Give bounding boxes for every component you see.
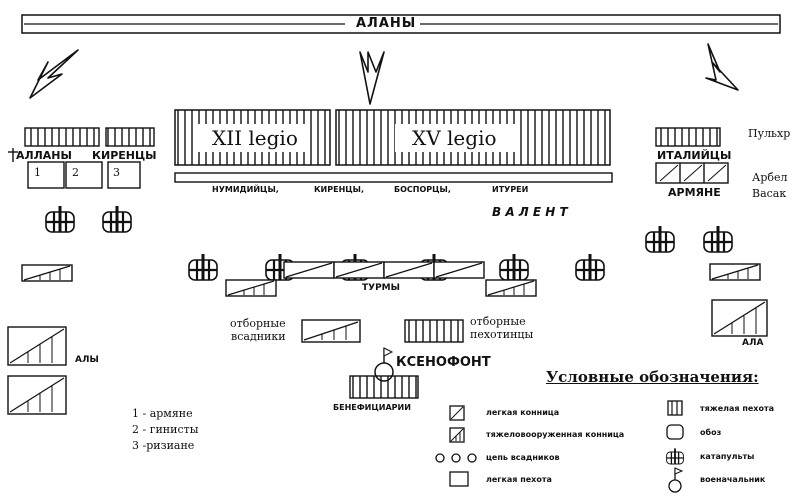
arrow-left-icon — [29, 49, 79, 99]
legend-catapult-icon — [665, 447, 685, 465]
legend-light-cavalry-label: легкая конница — [486, 408, 560, 417]
legend-heavy-infantry-icon — [667, 400, 683, 416]
legend-light-infantry-label: легкая пехота — [486, 475, 552, 484]
turmy-label: ТУРМЫ — [362, 283, 400, 293]
legend-commander-label: военачальник — [700, 475, 766, 484]
box-3-label: 3 — [113, 166, 120, 179]
xenophon-label: КСЕНОФОНТ — [396, 355, 491, 370]
italians-label: ИТАЛИЙЦЫ — [657, 149, 732, 162]
turma-heavy-cavalry — [225, 279, 277, 297]
elite-cavalry-unit — [301, 319, 361, 343]
legend-baggage-icon — [666, 424, 684, 440]
auxiliary-label-3: БОСПОРЦЫ, — [394, 185, 451, 194]
armenians-unit — [655, 162, 729, 184]
turma-heavy-cavalry — [485, 279, 537, 297]
legend-heavy-cavalry-label: тяжеловооруженная конница — [486, 430, 625, 439]
legend-baggage-label: обоз — [700, 428, 722, 437]
catapult-icon — [187, 252, 219, 282]
catapult-icon — [101, 204, 133, 234]
arrow-center-icon — [359, 51, 385, 105]
auxiliary-label-4: ИТУРЕИ — [492, 185, 529, 194]
armenians-label: АРМЯНЕ — [668, 186, 721, 199]
legion-15-label: XV legio — [412, 126, 497, 150]
unit-box-3 — [107, 161, 141, 189]
arrow-right-icon — [705, 43, 739, 91]
heavy-infantry-left-1 — [24, 127, 100, 147]
heavy-infantry-left-2 — [105, 127, 155, 147]
legion-12-label: XII legio — [212, 126, 298, 150]
turma-light-cavalry — [383, 261, 435, 279]
elite-infantry-label: отборные пехотинцы — [470, 315, 534, 342]
legion-12-block — [174, 109, 331, 166]
allies-label: АЛЛАНЫ — [16, 149, 72, 162]
box-1-label: 1 — [34, 166, 41, 179]
elite-cavalry-label: отборные всадники — [230, 317, 286, 344]
turma-light-cavalry — [283, 261, 335, 279]
catapult-icon — [44, 204, 76, 234]
catapult-icon — [702, 224, 734, 254]
cyrenians-left-label: КИРЕНЦЫ — [92, 149, 157, 162]
ala-right-label: АЛА — [742, 338, 764, 348]
legend-catapult-label: катапульты — [700, 452, 755, 461]
unit-box-2 — [65, 161, 103, 189]
turma-light-cavalry — [433, 261, 485, 279]
legend-cavalry-chain-icon — [435, 453, 477, 463]
auxiliary-label-1: НУМИДИЙЦЫ, — [212, 185, 279, 194]
note-line-3: 3 -ризиане — [132, 439, 195, 452]
beneficiarii-label: БЕНЕФИЦИАРИИ — [333, 403, 411, 412]
italians-unit — [655, 127, 721, 147]
legend-heavy-infantry-label: тяжелая пехота — [700, 404, 774, 413]
box-2-label: 2 — [72, 166, 79, 179]
catapult-icon — [574, 252, 606, 282]
ala-left-small — [21, 264, 73, 282]
beneficiarii-unit — [349, 375, 419, 399]
ala-left-2 — [7, 375, 67, 415]
ala-left-1 — [7, 326, 67, 366]
legend-cavalry-chain-label: цепь всадников — [486, 453, 560, 462]
turma-light-cavalry — [333, 261, 385, 279]
auxiliary-line — [174, 172, 613, 183]
ala-right-small — [709, 263, 761, 281]
ala-right-large — [711, 299, 768, 337]
note-line-2: 2 - гинисты — [132, 423, 199, 436]
vasak-label: Васак — [752, 187, 787, 200]
alae-left-label: АЛЫ — [75, 355, 99, 365]
elite-infantry-unit — [404, 319, 464, 343]
legion-15-block — [335, 109, 611, 166]
legend-light-infantry-icon — [449, 471, 469, 487]
pulcher-label: Пульхр — [748, 127, 791, 140]
catapult-icon — [644, 224, 676, 254]
legend-commander-icon — [668, 467, 684, 493]
valent-label: В А Л Е Н Т — [492, 205, 568, 219]
unit-box-1 — [27, 161, 65, 189]
legend-title: Условные обозначения: — [546, 368, 759, 386]
auxiliary-label-2: КИРЕНЦЫ, — [314, 185, 365, 194]
legend-heavy-cavalry-icon — [449, 427, 465, 443]
arbel-label: Арбел — [752, 171, 788, 184]
catapult-icon — [498, 252, 530, 282]
alans-band-label: АЛАНЫ — [352, 17, 421, 30]
note-line-1: 1 - армяне — [132, 407, 193, 420]
legend-light-cavalry-icon — [449, 405, 465, 421]
